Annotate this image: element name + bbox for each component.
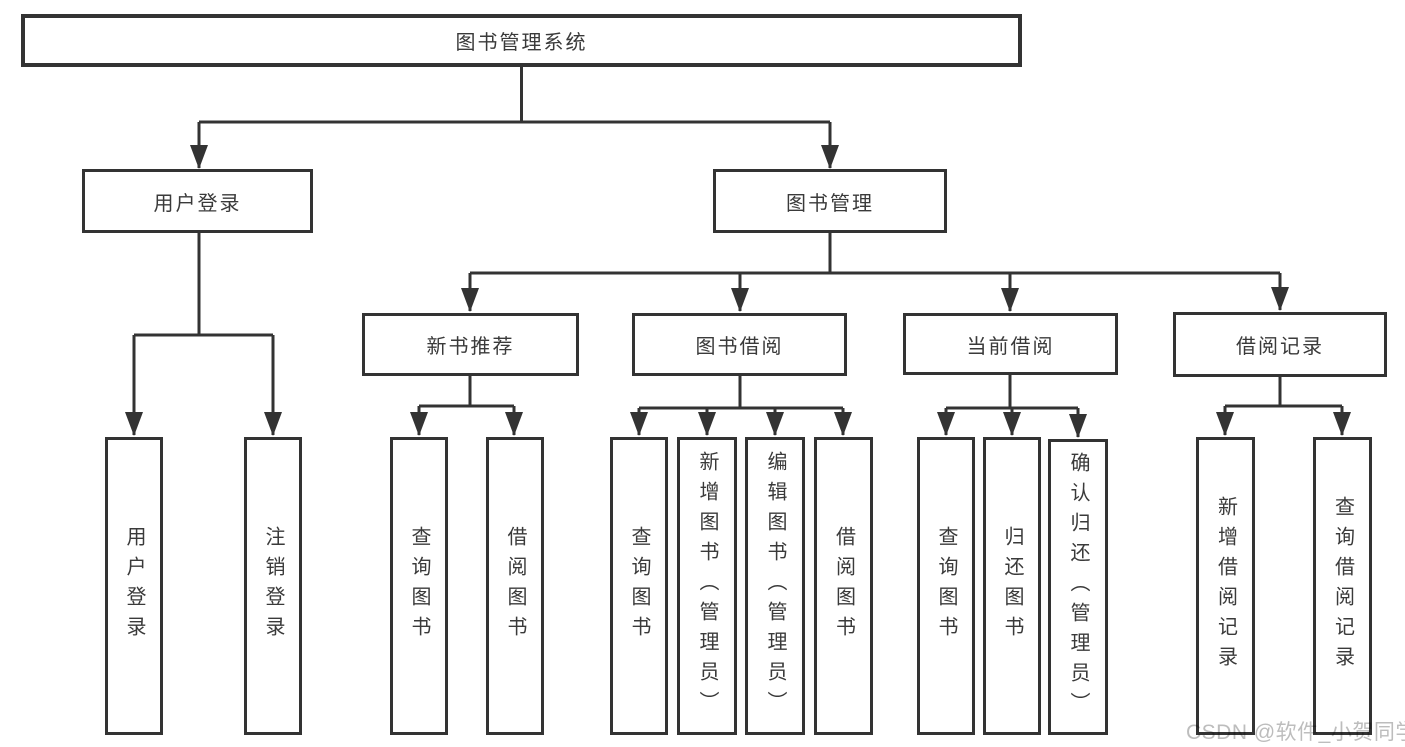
leaf-edit-book-admin: 编辑图书（管理员） bbox=[745, 437, 805, 735]
node-book-management: 图书管理 bbox=[713, 169, 947, 233]
leaf-borrow-books-recommend: 借阅图书 bbox=[486, 437, 544, 735]
node-new-book-recommendation: 新书推荐 bbox=[362, 313, 579, 376]
leaf-label: 归还图书 bbox=[1001, 526, 1023, 646]
leaf-query-books-recommend: 查询图书 bbox=[390, 437, 448, 735]
leaf-label: 借阅图书 bbox=[832, 526, 855, 646]
node-current-borrowing: 当前借阅 bbox=[903, 313, 1118, 375]
node-label: 当前借阅 bbox=[966, 335, 1055, 358]
leaf-label: 编辑图书（管理员） bbox=[764, 451, 786, 721]
leaf-label: 查询图书 bbox=[408, 526, 430, 646]
leaf-query-borrow-record: 查询借阅记录 bbox=[1313, 437, 1372, 735]
leaf-label: 新增图书（管理员） bbox=[696, 451, 718, 721]
leaf-add-borrow-record: 新增借阅记录 bbox=[1196, 437, 1255, 735]
leaf-query-books-borrow: 查询图书 bbox=[610, 437, 668, 735]
node-label: 图书管理系统 bbox=[455, 32, 588, 54]
leaf-label: 新增借阅记录 bbox=[1214, 496, 1237, 676]
node-borrowing-records: 借阅记录 bbox=[1173, 312, 1387, 377]
leaf-label: 查询借阅记录 bbox=[1331, 496, 1354, 676]
leaf-label: 查询图书 bbox=[628, 526, 650, 646]
leaf-label: 确认归还（管理员） bbox=[1067, 452, 1089, 722]
node-book-borrowing: 图书借阅 bbox=[632, 313, 847, 376]
leaf-add-book-admin: 新增图书（管理员） bbox=[677, 437, 737, 735]
leaf-logout: 注销登录 bbox=[244, 437, 302, 735]
node-user-login: 用户登录 bbox=[82, 169, 313, 233]
leaf-label: 用户登录 bbox=[123, 526, 145, 646]
leaf-label: 借阅图书 bbox=[504, 526, 526, 646]
leaf-user-login: 用户登录 bbox=[105, 437, 163, 735]
node-label: 借阅记录 bbox=[1236, 336, 1324, 358]
leaf-query-books-current: 查询图书 bbox=[917, 437, 975, 735]
node-label: 图书管理 bbox=[786, 192, 874, 215]
csdn-watermark: CSDN @软件_小贺同学 bbox=[1186, 721, 1405, 744]
node-label: 用户登录 bbox=[153, 192, 242, 215]
node-label: 新书推荐 bbox=[426, 336, 515, 358]
node-label: 图书借阅 bbox=[695, 336, 784, 358]
leaf-return-books: 归还图书 bbox=[983, 437, 1041, 735]
leaf-confirm-return-admin: 确认归还（管理员） bbox=[1048, 439, 1108, 735]
leaf-borrow-books: 借阅图书 bbox=[814, 437, 873, 735]
node-library-management-system: 图书管理系统 bbox=[21, 14, 1022, 67]
leaf-label: 注销登录 bbox=[262, 526, 284, 646]
leaf-label: 查询图书 bbox=[935, 526, 957, 646]
